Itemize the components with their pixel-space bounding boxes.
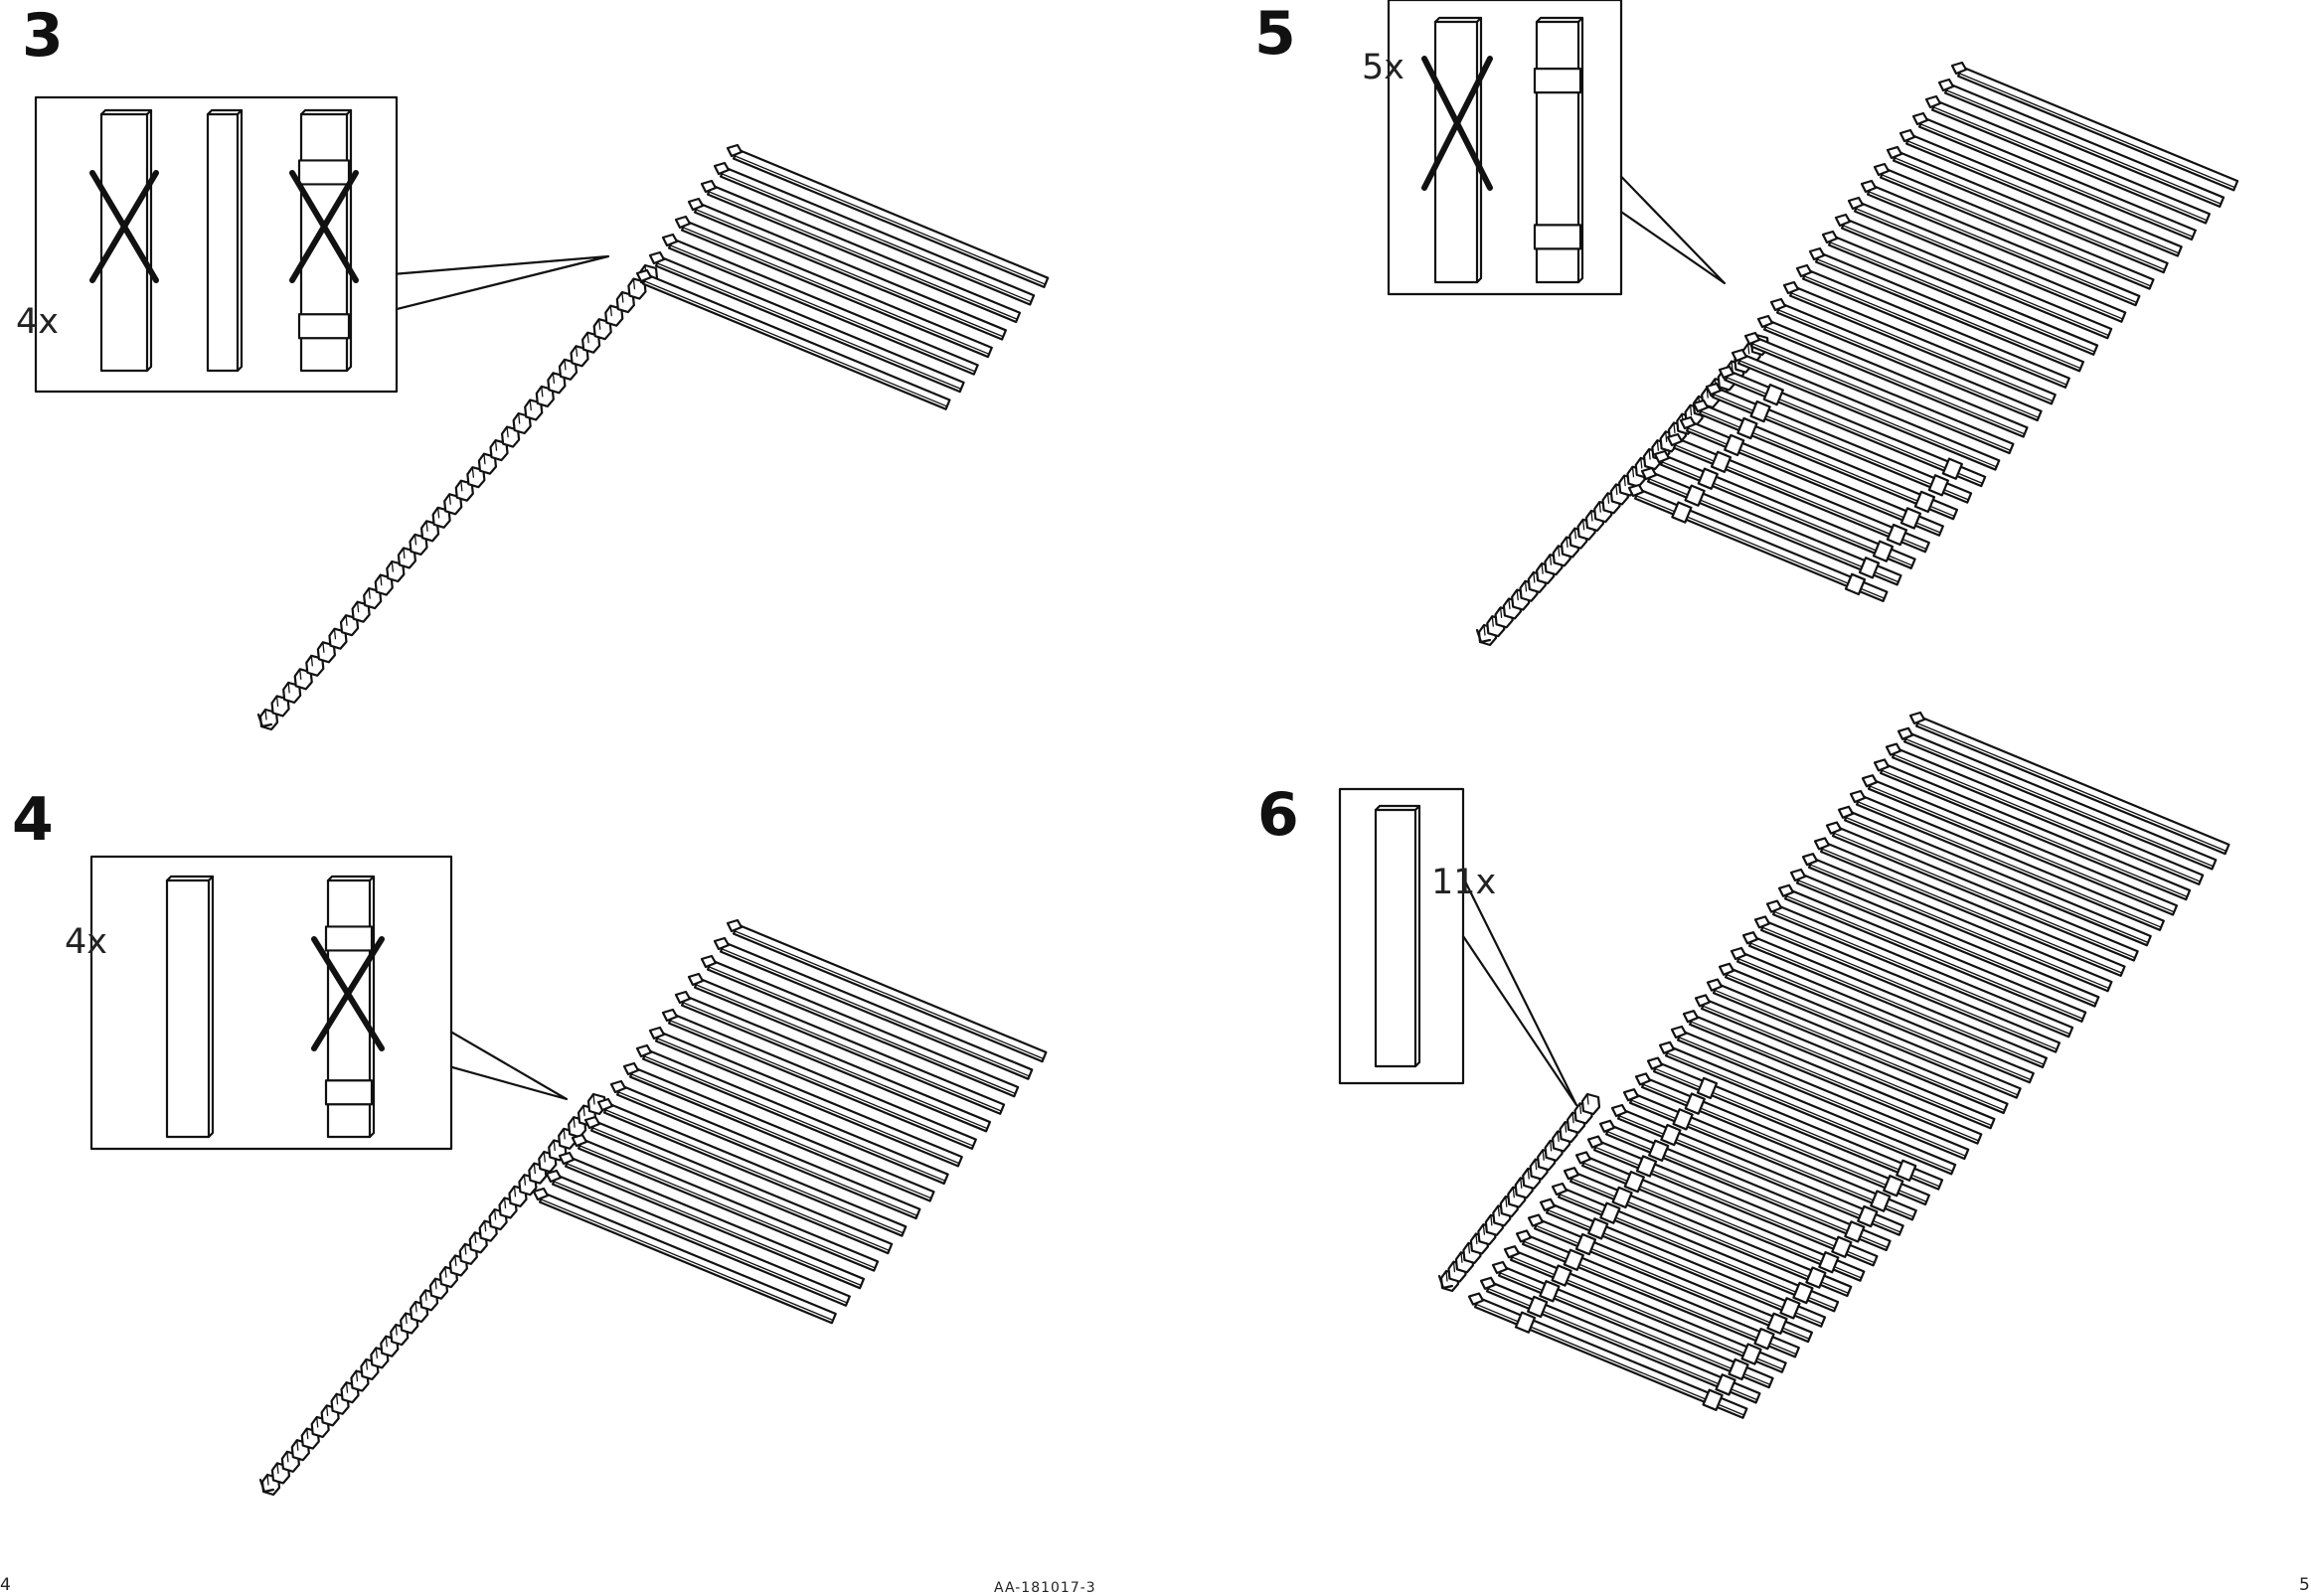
callout-pointer [1463, 878, 1576, 1105]
callout-pointer [1621, 177, 1725, 283]
callout-pointer [397, 256, 608, 309]
page-number-left: 4 [0, 1575, 11, 1595]
strap-link [1582, 1094, 1599, 1114]
slat-piece [1376, 810, 1415, 1066]
step-6-illustration [1340, 713, 2228, 1418]
slat-piece [101, 114, 147, 371]
step-number-4: 4 [12, 790, 54, 850]
page-number-right: 5 [2299, 1575, 2310, 1595]
detail-box [91, 857, 451, 1149]
step-5-illustration [1389, 0, 2237, 645]
detail-box [1389, 0, 1621, 294]
document-code: AA-181017-3 [994, 1580, 1096, 1596]
callout-pointer [451, 1032, 567, 1099]
slat-clip [299, 160, 349, 184]
step-number-3: 3 [22, 6, 64, 66]
slat-clip [1535, 225, 1580, 248]
slat-clip [299, 314, 349, 338]
quantity-label-step-4: 4x [65, 922, 107, 962]
slat-clip [1535, 69, 1580, 92]
slat-clip [326, 1080, 372, 1104]
quantity-label-step-6: 11x [1431, 863, 1496, 902]
quantity-label-step-3: 4x [16, 302, 59, 342]
slat-piece [167, 880, 209, 1137]
step-3-illustration [36, 97, 1048, 729]
step-number-6: 6 [1257, 785, 1299, 845]
quantity-label-step-5: 5x [1362, 48, 1404, 87]
step-4-illustration [91, 857, 1046, 1495]
slat-clip [326, 926, 372, 950]
step-number-5: 5 [1254, 4, 1296, 64]
slat-piece [208, 114, 238, 371]
